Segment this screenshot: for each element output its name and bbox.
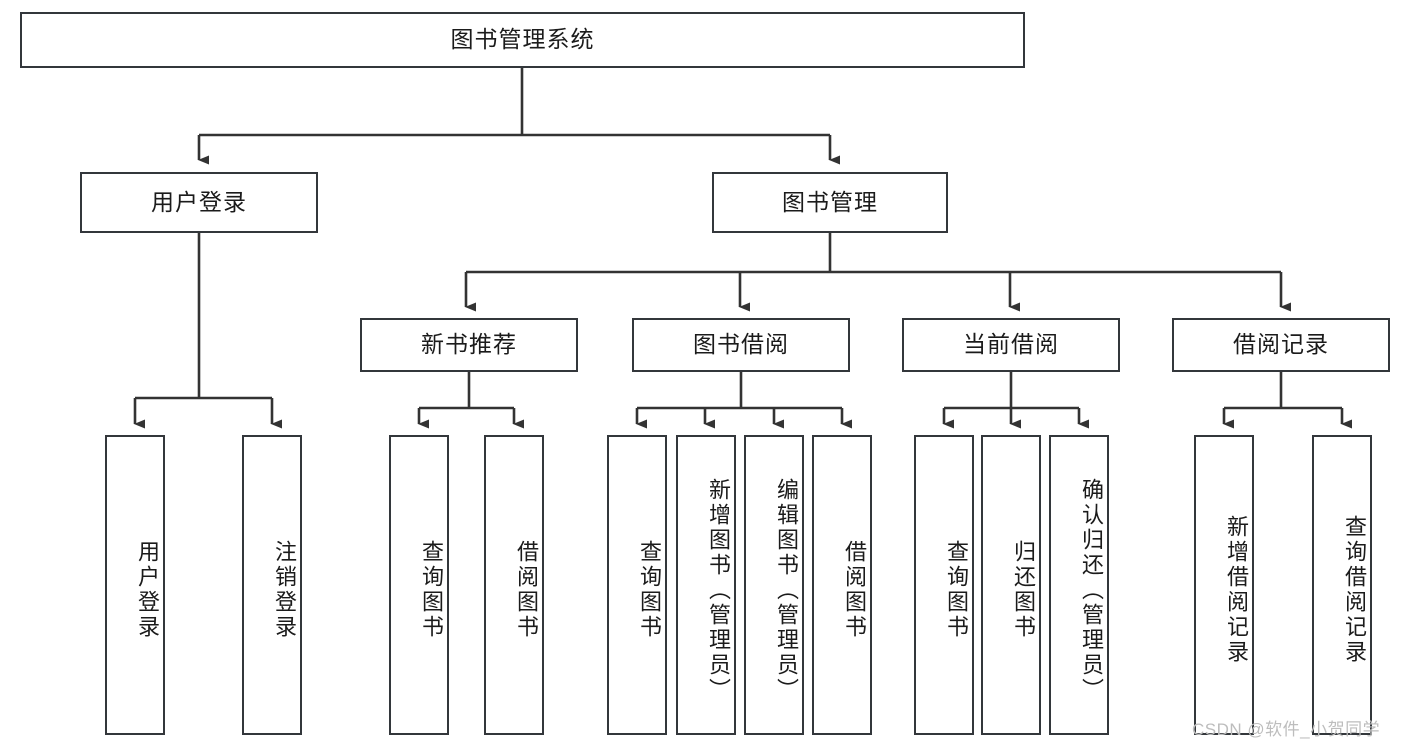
node-current-borrow[interactable]: 当前借阅: [902, 318, 1120, 372]
leaf-new-book-query-label: 查询图书: [419, 540, 444, 640]
leaf-user-login-signout[interactable]: 注销登录: [242, 435, 302, 735]
node-current-borrow-label: 当前借阅: [963, 331, 1059, 358]
leaf-user-login-signout-label: 注销登录: [272, 540, 297, 640]
node-borrow-record[interactable]: 借阅记录: [1172, 318, 1390, 372]
leaf-new-book-borrow-label: 借阅图书: [514, 540, 539, 640]
node-user-login[interactable]: 用户登录: [80, 172, 318, 233]
node-borrow-record-label: 借阅记录: [1233, 331, 1329, 358]
leaf-user-login-signin[interactable]: 用户登录: [105, 435, 165, 735]
leaf-borrow-edit-book[interactable]: 编辑图书（管理员）: [744, 435, 804, 735]
leaf-new-book-query[interactable]: 查询图书: [389, 435, 449, 735]
leaf-current-query-book-label: 查询图书: [944, 540, 969, 640]
leaf-borrow-borrow-book-label: 借阅图书: [842, 540, 867, 640]
leaf-record-add[interactable]: 新增借阅记录: [1194, 435, 1254, 735]
leaf-borrow-add-book-label: 新增图书（管理员）: [706, 477, 731, 703]
node-root[interactable]: 图书管理系统: [20, 12, 1025, 68]
leaf-user-login-signin-label: 用户登录: [135, 540, 160, 640]
leaf-borrow-query-book[interactable]: 查询图书: [607, 435, 667, 735]
leaf-current-confirm-return[interactable]: 确认归还（管理员）: [1049, 435, 1109, 735]
leaf-current-confirm-return-label: 确认归还（管理员）: [1079, 477, 1104, 703]
leaf-current-return-book-label: 归还图书: [1011, 540, 1036, 640]
leaf-record-query[interactable]: 查询借阅记录: [1312, 435, 1372, 735]
leaf-borrow-borrow-book[interactable]: 借阅图书: [812, 435, 872, 735]
node-book-management-label: 图书管理: [782, 188, 878, 215]
leaf-borrow-query-book-label: 查询图书: [637, 540, 662, 640]
node-new-book-recommend[interactable]: 新书推荐: [360, 318, 578, 372]
leaf-current-return-book[interactable]: 归还图书: [981, 435, 1041, 735]
leaf-record-add-label: 新增借阅记录: [1224, 515, 1249, 665]
node-user-login-label: 用户登录: [151, 188, 247, 215]
node-root-label: 图书管理系统: [450, 26, 595, 53]
leaf-new-book-borrow[interactable]: 借阅图书: [484, 435, 544, 735]
node-book-borrow[interactable]: 图书借阅: [632, 318, 850, 372]
node-new-book-recommend-label: 新书推荐: [421, 331, 517, 358]
leaf-current-query-book[interactable]: 查询图书: [914, 435, 974, 735]
node-book-borrow-label: 图书借阅: [693, 331, 789, 358]
leaf-record-query-label: 查询借阅记录: [1342, 515, 1367, 665]
leaf-borrow-edit-book-label: 编辑图书（管理员）: [774, 477, 799, 703]
leaf-borrow-add-book[interactable]: 新增图书（管理员）: [676, 435, 736, 735]
node-book-management[interactable]: 图书管理: [712, 172, 948, 233]
